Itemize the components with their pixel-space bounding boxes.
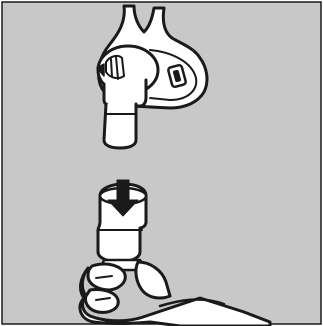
elbow-swivel-tube bbox=[104, 104, 136, 148]
elbow-ribs bbox=[106, 56, 124, 78]
mask-elbow bbox=[104, 80, 146, 106]
